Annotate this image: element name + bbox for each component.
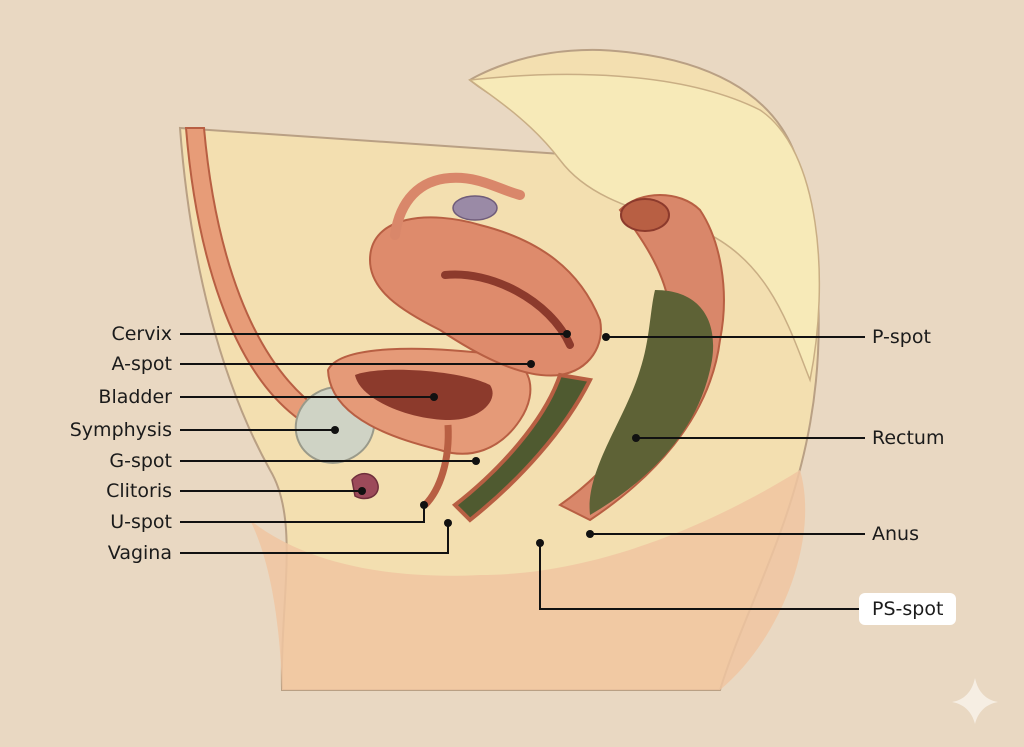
label-u-spot: U-spot <box>110 511 172 533</box>
leader-line-u-spot <box>180 505 425 523</box>
skin-lower-tissue <box>250 470 806 690</box>
g-spot-dot <box>472 457 480 465</box>
ps-spot-dot <box>536 539 544 547</box>
sparkle-icon <box>952 678 998 724</box>
fallopian-tube <box>390 172 525 240</box>
bladder-dot <box>430 393 438 401</box>
rectum-opening <box>620 198 670 232</box>
label-vagina: Vagina <box>107 542 172 564</box>
label-anus: Anus <box>872 523 919 545</box>
rectum-dot <box>632 434 640 442</box>
clitoris-organ <box>351 473 379 500</box>
urethra <box>422 424 452 508</box>
anus-dot <box>586 530 594 538</box>
bladder-interior <box>355 369 493 420</box>
label-clitoris: Clitoris <box>106 480 172 502</box>
a-spot-dot <box>527 360 535 368</box>
uterus-organ <box>368 216 602 377</box>
cervix-dot <box>563 330 571 338</box>
marker-dots <box>331 330 640 547</box>
leader-line-ps-spot <box>539 543 859 610</box>
clitoris-dot <box>358 487 366 495</box>
label-cervix: Cervix <box>111 323 172 345</box>
label-p-spot: P-spot <box>872 326 931 348</box>
leader-line-vagina <box>180 523 449 554</box>
leader-lines <box>180 333 865 610</box>
u-spot-dot <box>420 501 428 509</box>
label-g-spot: G-spot <box>109 450 172 472</box>
symphysis-dot <box>331 426 339 434</box>
vaginal-canal <box>451 372 594 523</box>
label-ps-spot: PS-spot <box>859 593 957 625</box>
vagina-dot <box>444 519 452 527</box>
label-a-spot: A-spot <box>111 353 172 375</box>
label-rectum: Rectum <box>872 427 945 449</box>
ovary <box>452 195 498 221</box>
upper-torso-tissue <box>468 73 821 383</box>
label-symphysis: Symphysis <box>69 419 172 441</box>
rectum-interior <box>589 290 714 515</box>
uterine-cavity <box>441 270 574 349</box>
label-bladder: Bladder <box>98 386 172 408</box>
p-spot-dot <box>602 333 610 341</box>
